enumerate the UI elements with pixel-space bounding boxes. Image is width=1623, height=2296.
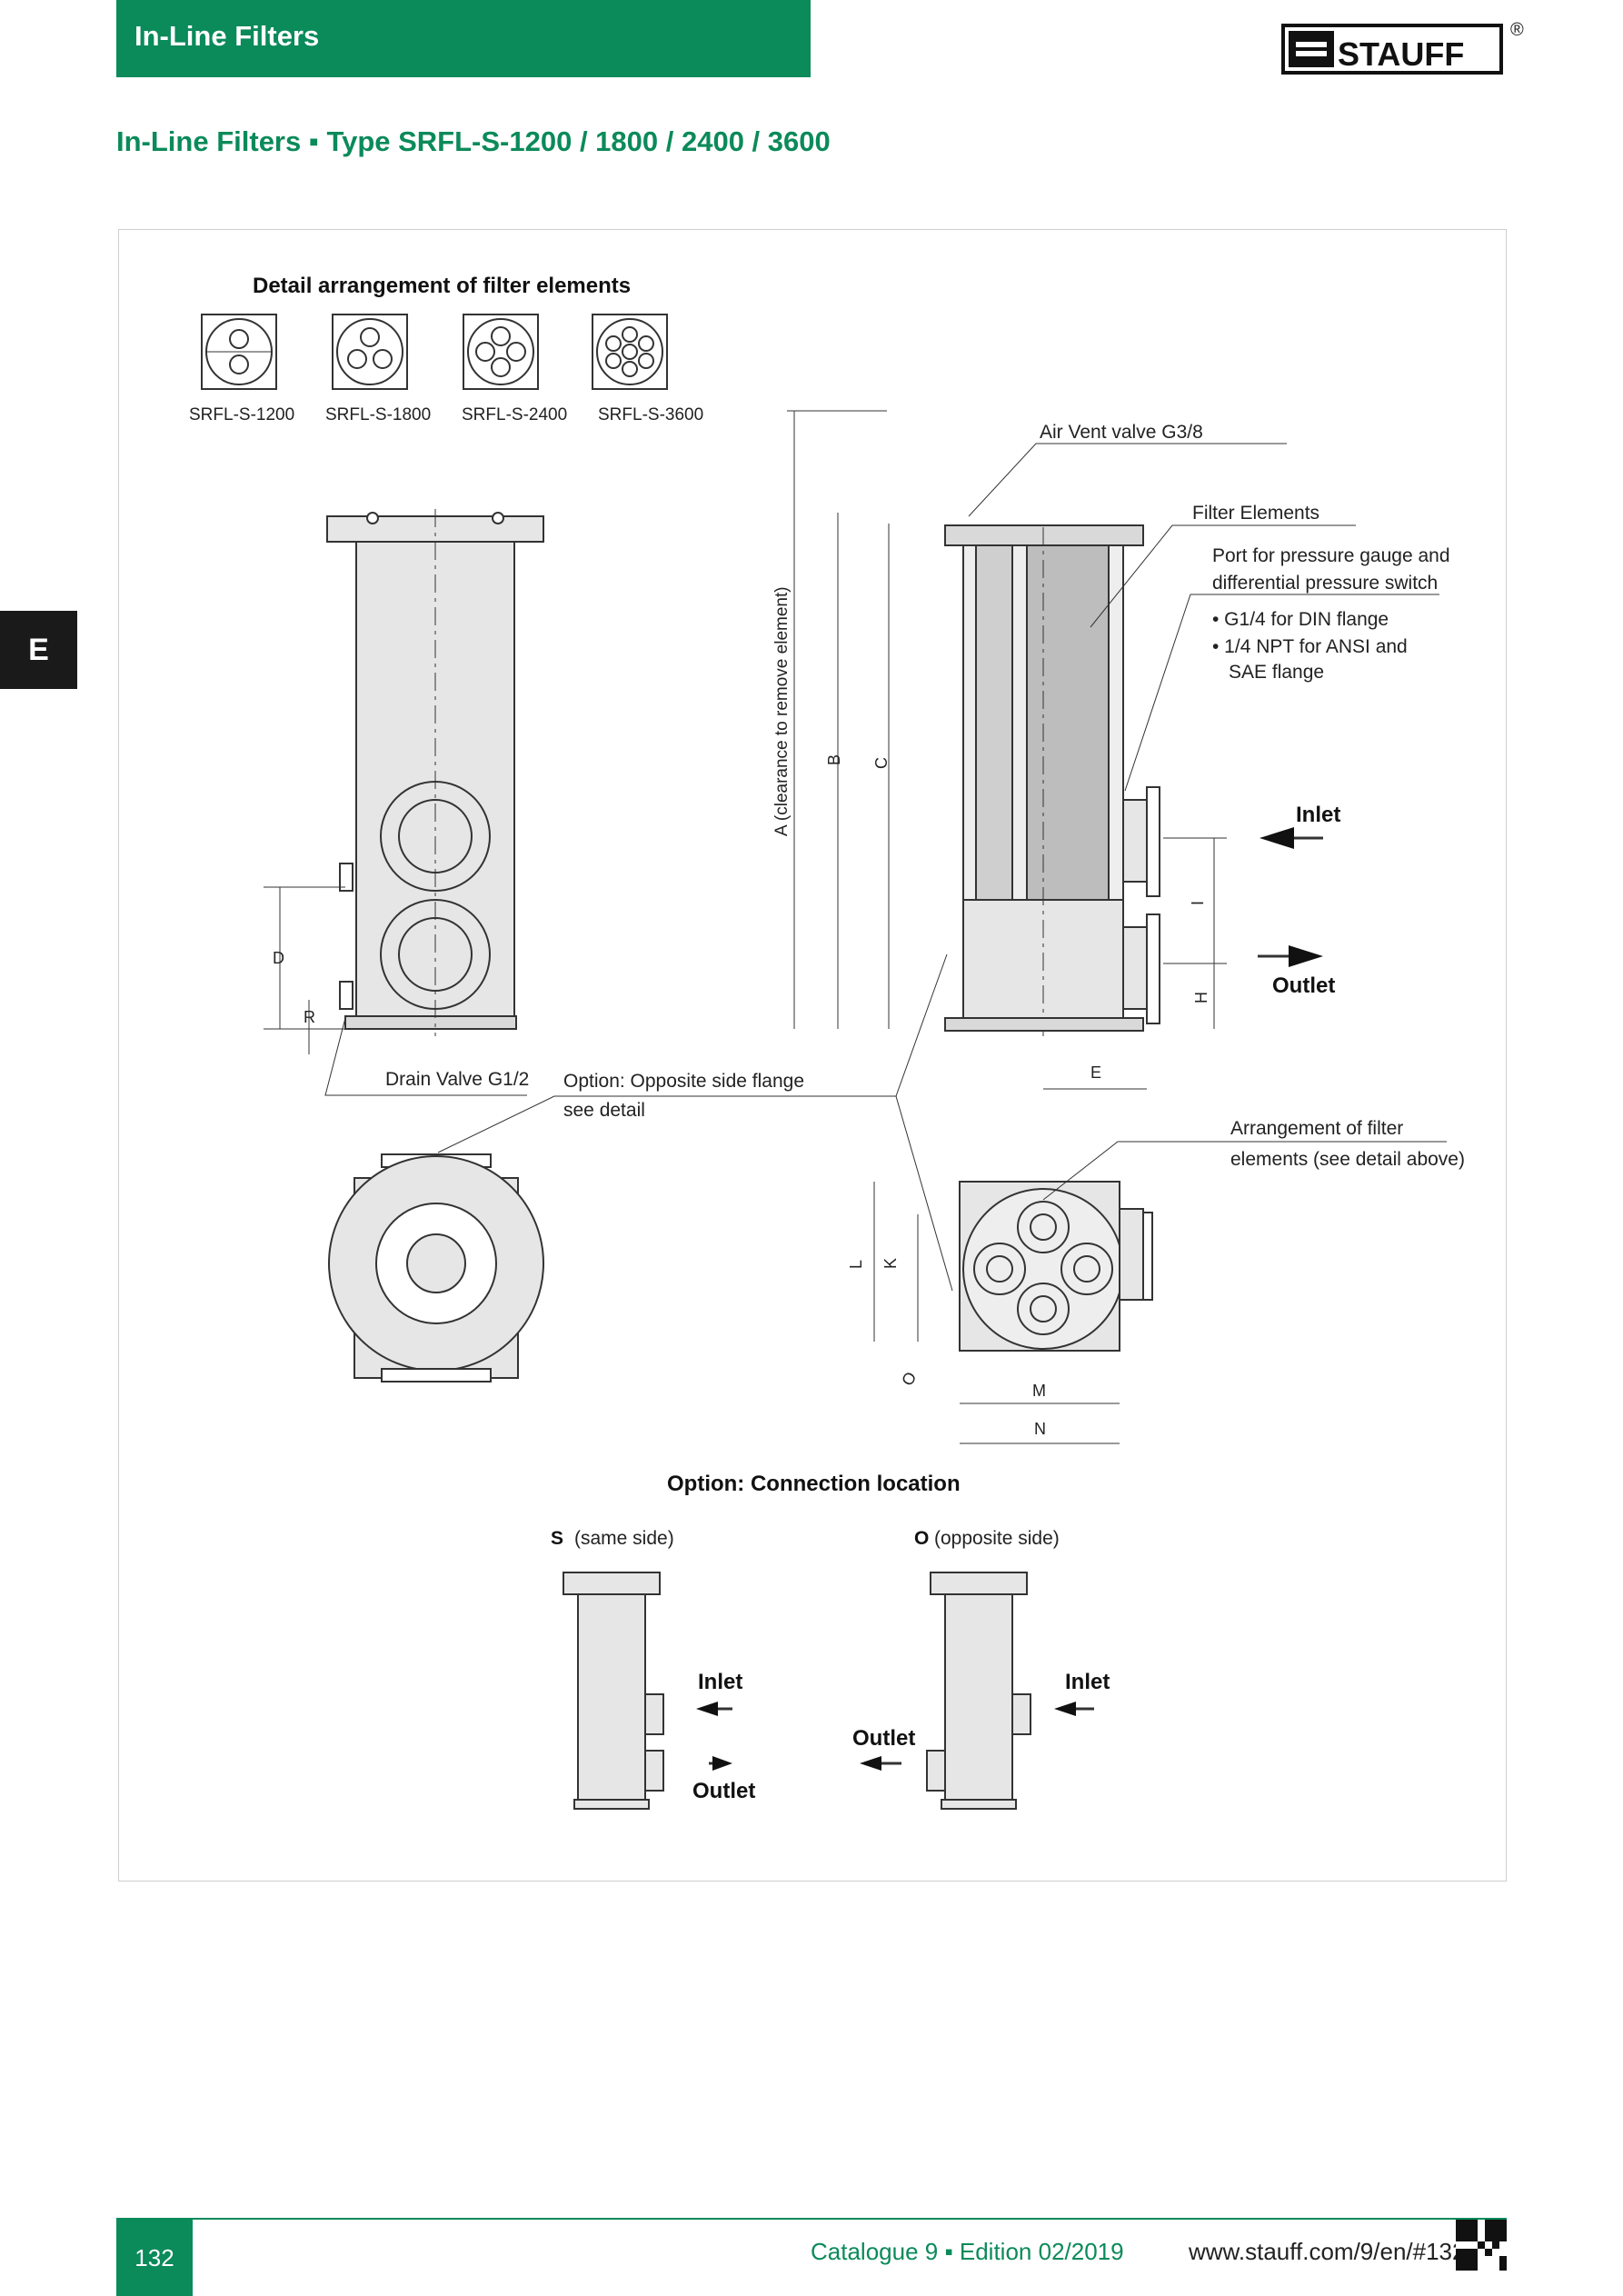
opposite-side-text: (opposite side) [934, 1528, 1060, 1549]
registered-mark: ® [1510, 20, 1524, 40]
arrangement-label-2: elements (see detail above) [1230, 1149, 1465, 1170]
opposite-side-code: O [914, 1528, 929, 1549]
element-arrangement-view [959, 1181, 1153, 1352]
website-link[interactable]: www.stauff.com/9/en/#132 [1189, 2238, 1466, 2265]
air-vent-label: Air Vent valve G3/8 [1040, 422, 1203, 443]
outlet-label: Outlet [1272, 973, 1335, 998]
port-label-1: Port for pressure gauge and [1212, 545, 1450, 566]
port-bullet-1: • G1/4 for DIN flange [1212, 609, 1389, 630]
section-title: In-Line Filters [116, 0, 811, 77]
port-label-2: differential pressure switch [1212, 573, 1438, 594]
filter-elements-label: Filter Elements [1192, 503, 1319, 524]
option-flange-label-2: see detail [563, 1100, 645, 1121]
housing-side-view [326, 509, 544, 1036]
arrangement-icon-1200 [201, 314, 277, 390]
arrangement-label-1: Arrangement of filter [1230, 1118, 1403, 1139]
dim-c: C [872, 757, 891, 769]
same-side-outlet: Outlet [692, 1779, 755, 1803]
model-label-2400: SRFL-S-2400 [462, 405, 567, 424]
arrangement-icon-1800 [332, 314, 408, 390]
port-bullet-2b: SAE flange [1229, 662, 1324, 683]
dim-i: I [1189, 901, 1207, 905]
qr-code-icon [1456, 2220, 1507, 2271]
dim-e: E [1090, 1063, 1101, 1082]
inlet-label: Inlet [1296, 803, 1340, 827]
page-subtitle: In-Line Filters ▪ Type SRFL-S-1200 / 180… [116, 125, 831, 157]
dim-d: D [273, 949, 284, 967]
dim-m: M [1032, 1382, 1046, 1400]
opposite-side-inlet: Inlet [1065, 1670, 1110, 1694]
same-side-text: (same side) [574, 1528, 674, 1549]
housing-section-view [944, 524, 1160, 1036]
figure-frame [118, 229, 1507, 1882]
port-bullet-2: • 1/4 NPT for ANSI and [1212, 636, 1408, 657]
same-side-inlet: Inlet [698, 1670, 742, 1694]
dim-h: H [1192, 992, 1210, 1003]
section-tab: E [0, 611, 77, 689]
detail-title: Detail arrangement of filter elements [253, 274, 631, 298]
opposite-side-housing [926, 1572, 1031, 1810]
brand-name: STAUFF [1338, 35, 1464, 73]
dim-b: B [825, 754, 843, 765]
arrangement-icon-2400 [463, 314, 539, 390]
dim-n: N [1034, 1420, 1046, 1438]
model-label-3600: SRFL-S-3600 [598, 405, 703, 424]
same-side-code: S [551, 1528, 563, 1549]
catalogue-edition: Catalogue 9 ▪ Edition 02/2019 [811, 2238, 1124, 2265]
drain-valve-label: Drain Valve G1/2 [385, 1069, 529, 1090]
dim-o: O [898, 1369, 920, 1389]
model-label-1800: SRFL-S-1800 [325, 405, 431, 424]
opposite-side-outlet: Outlet [852, 1726, 915, 1751]
same-side-housing [563, 1572, 664, 1810]
footer-rule [116, 2218, 1507, 2220]
dim-l: L [847, 1260, 865, 1269]
dim-k: K [881, 1258, 900, 1269]
clearance-dim-label: A (clearance to remove element) [772, 586, 792, 836]
dim-r: R [304, 1008, 315, 1026]
stauff-logo: STAUFF [1281, 24, 1503, 75]
connection-option-title: Option: Connection location [667, 1472, 961, 1496]
housing-top-view [328, 1153, 544, 1383]
model-label-1200: SRFL-S-1200 [189, 405, 294, 424]
page-number: 132 [116, 2220, 193, 2296]
arrangement-icon-3600 [592, 314, 668, 390]
option-flange-label-1: Option: Opposite side flange [563, 1071, 804, 1092]
